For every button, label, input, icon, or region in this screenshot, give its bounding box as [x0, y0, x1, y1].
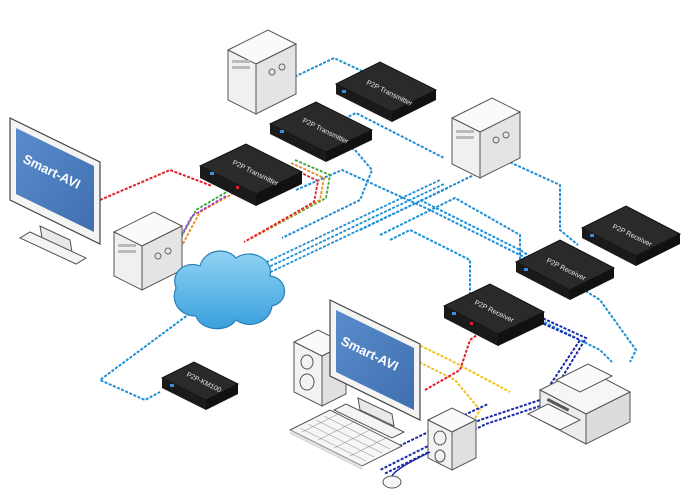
pc-tower-right: [450, 97, 522, 179]
video-cable-left: [99, 168, 213, 201]
monitor-left: Smart-AVI: [9, 117, 101, 265]
transmitter-mid: P2P Transmitter: [268, 101, 374, 162]
pc-tower-top: [226, 29, 298, 115]
monitor-front: Smart-AVI: [329, 299, 421, 439]
km-switch: P2P-KM100: [160, 361, 240, 410]
keyboard: [288, 409, 404, 470]
receiver-mid: P2P Receiver: [514, 239, 616, 300]
transmitter-top: P2P Transmitter: [334, 61, 438, 122]
receiver-right: P2P Receiver: [580, 205, 682, 266]
mouse: [382, 451, 431, 489]
speaker-right: [426, 407, 478, 471]
network-cloud: [173, 250, 286, 330]
printer: [526, 363, 632, 445]
pc-tower-left: [112, 211, 184, 291]
transmitter-left: P2P Transmitter: [198, 143, 304, 206]
network-cables: [98, 56, 638, 402]
cable-bundle: [173, 159, 449, 279]
receiver-front: P2P Receiver: [442, 283, 546, 346]
